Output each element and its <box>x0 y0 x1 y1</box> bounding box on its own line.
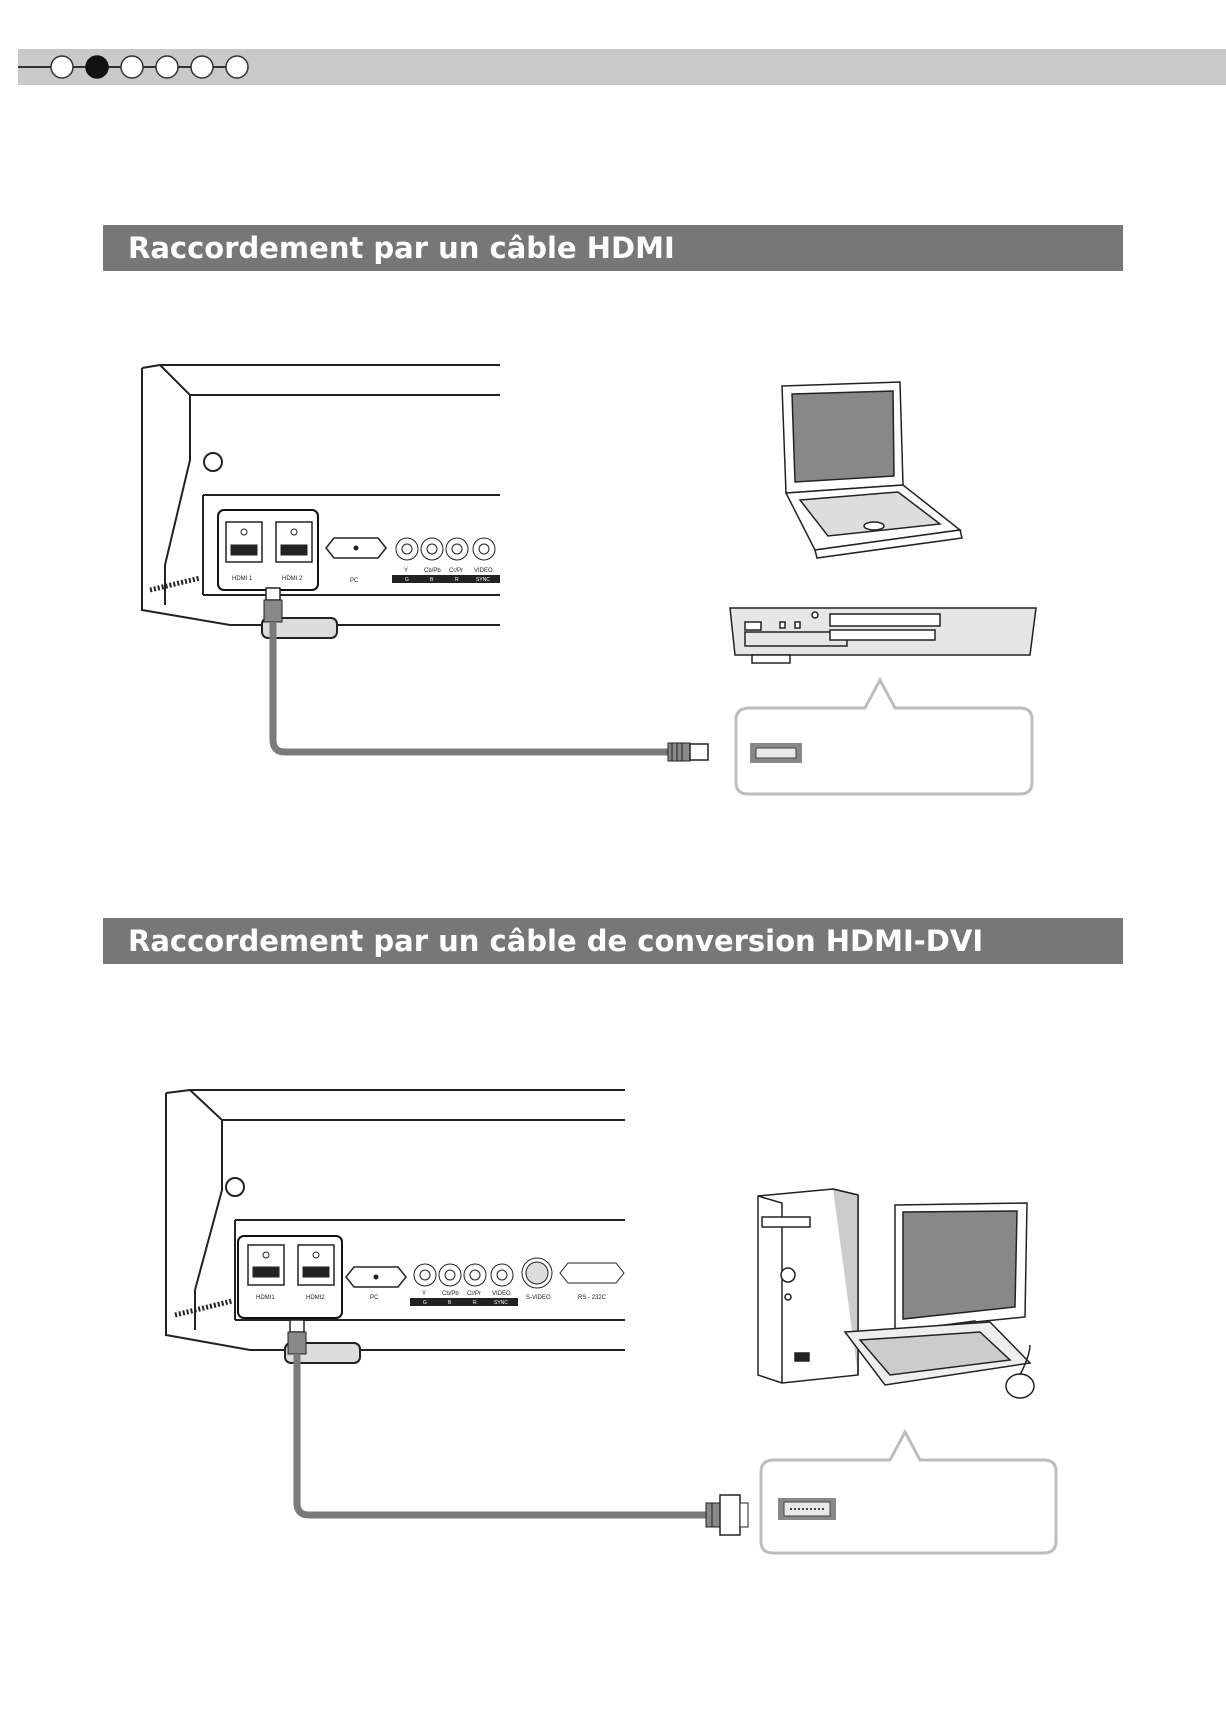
port-label-video: VIDEO <box>474 568 493 574</box>
port-label-hdmi1: HDMI 1 <box>232 576 253 582</box>
port-sublabel-g: G <box>405 577 409 583</box>
hdmi-device-plug <box>668 743 708 761</box>
hdmi-cable <box>273 622 670 752</box>
port-label-hdmi2: HDMI2 <box>306 1295 325 1301</box>
hdmi-plug-icon <box>288 1320 306 1354</box>
projector-pc-port <box>326 538 386 558</box>
step-dot-4 <box>156 56 178 78</box>
port-sublabel-sync: SYNC <box>476 577 490 583</box>
port-label-cr: Cr/Pr <box>467 1291 481 1297</box>
step-indicator <box>18 49 278 85</box>
step-dot-5 <box>191 56 213 78</box>
port-label-pc: PC <box>350 578 359 584</box>
dvi-callout <box>761 1432 1056 1553</box>
port-sublabel-sync: SYNC <box>494 1300 508 1306</box>
port-sublabel-g: G <box>423 1300 427 1306</box>
port-label-cb: Cb/Pb <box>442 1291 459 1297</box>
dvi-port-icon <box>778 1498 836 1520</box>
hdmi-callout <box>736 680 1032 794</box>
dvd-player-icon <box>730 608 1036 663</box>
port-label-hdmi2: HDMI 2 <box>282 576 303 582</box>
step-dot-6 <box>226 56 248 78</box>
section-title-hdmi-dvi: Raccordement par un câble de conversion … <box>103 918 1123 964</box>
projector-hdmi2-port <box>276 522 312 562</box>
projector-icon <box>166 1090 625 1363</box>
port-label-rs232c: RS - 232C <box>578 1295 607 1301</box>
projector-hdmi2-port <box>298 1245 334 1285</box>
dvi-plug-icon <box>706 1495 748 1535</box>
laptop-icon <box>782 382 962 558</box>
port-label-cb: Cb/Pb <box>424 568 441 574</box>
desktop-computer-icon <box>758 1189 1034 1398</box>
section-title-hdmi: Raccordement par un câble HDMI <box>103 225 1123 271</box>
port-label-cr: Cr/Pr <box>449 568 463 574</box>
step-dot-2 <box>86 56 108 78</box>
port-label-hdmi1: HDMI1 <box>256 1295 275 1301</box>
port-label-y: Y <box>422 1291 426 1297</box>
projector-pc-port <box>346 1267 406 1287</box>
hdmi-port-icon <box>750 743 802 763</box>
port-sublabel-r: R <box>473 1300 477 1306</box>
step-dot-1 <box>51 56 73 78</box>
projector-hdmi1-port <box>248 1245 284 1285</box>
step-dot-3 <box>121 56 143 78</box>
projector-icon <box>142 365 500 638</box>
port-label-video: VIDEO <box>492 1291 511 1297</box>
hdmi-dvi-connection-diagram: HDMI1 HDMI2 PC Y Cb/Pb Cr/Pr VIDEO S-VID… <box>0 1085 1226 1565</box>
projector-rs232c-port <box>560 1263 624 1283</box>
port-label-pc: PC <box>370 1295 379 1301</box>
hdmi-dvi-cable <box>297 1355 710 1515</box>
hdmi-plug-icon <box>264 588 282 622</box>
port-label-y: Y <box>404 568 408 574</box>
port-label-svideo: S-VIDEO <box>526 1295 551 1301</box>
projector-hdmi1-port <box>226 522 262 562</box>
hdmi-connection-diagram: HDMI 1 HDMI 2 PC Y Cb/Pb Cr/Pr VIDEO G B… <box>0 350 1226 810</box>
port-sublabel-r: R <box>455 577 459 583</box>
